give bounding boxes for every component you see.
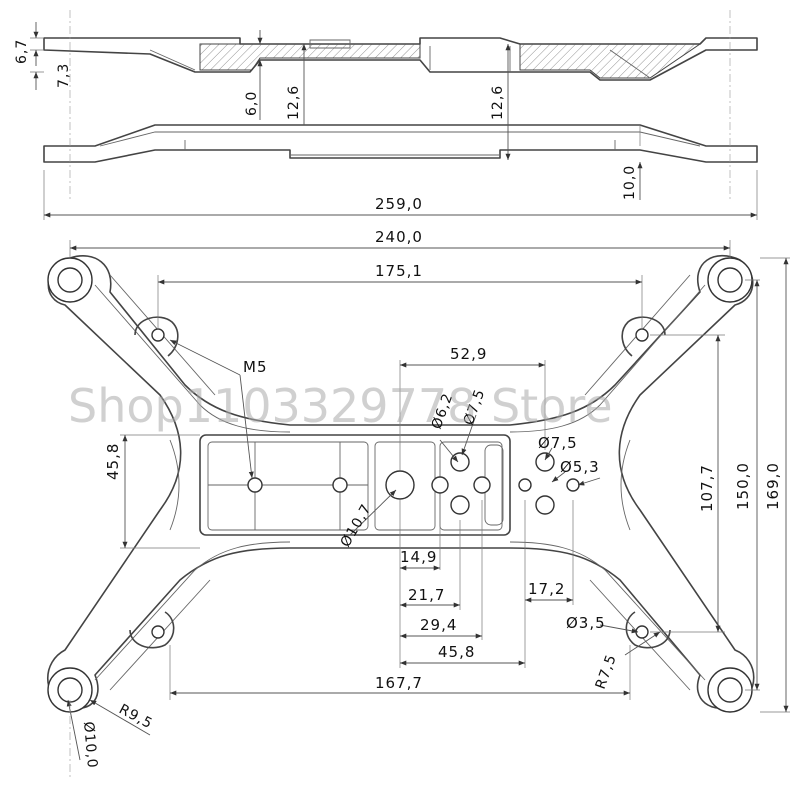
label-12-6-left: 12,6 xyxy=(286,85,302,120)
label-167-7: 167,7 xyxy=(375,674,423,692)
dimension-labels: 6,7 7,3 6,0 12,6 12,6 10,0 259,0 240,0 1… xyxy=(14,39,782,770)
label-7-3: 7,3 xyxy=(56,63,72,88)
label-52-9: 52,9 xyxy=(450,345,487,363)
label-21-7: 21,7 xyxy=(408,586,445,604)
side-view-section xyxy=(43,37,758,81)
label-dia-5-3: Ø5,3 xyxy=(560,458,600,476)
label-107-7: 107,7 xyxy=(698,464,716,512)
label-r7-5: R7,5 xyxy=(593,652,620,691)
label-14-9: 14,9 xyxy=(400,548,437,566)
label-dia-3-5: Ø3,5 xyxy=(566,614,606,632)
label-29-4: 29,4 xyxy=(420,616,457,634)
label-12-6-right: 12,6 xyxy=(490,85,506,120)
store-watermark: Shop1103329778 Store xyxy=(68,379,613,433)
label-259-0: 259,0 xyxy=(375,195,423,213)
label-6-0: 6,0 xyxy=(244,91,260,116)
top-view-frame xyxy=(46,255,755,713)
label-45-8-horizontal: 45,8 xyxy=(438,643,475,661)
label-45-8-vertical: 45,8 xyxy=(104,443,122,480)
dimension-lines xyxy=(30,10,790,780)
label-dia-7-5-right: Ø7,5 xyxy=(538,434,578,452)
label-10-0-side: 10,0 xyxy=(622,165,638,200)
side-view-outline xyxy=(43,124,758,163)
label-150-0: 150,0 xyxy=(734,462,752,510)
label-r9-5: R9,5 xyxy=(116,701,155,732)
label-m5: M5 xyxy=(243,358,268,376)
label-dia-10-7: Ø10,7 xyxy=(338,501,375,550)
label-dia-10-0: Ø10,0 xyxy=(80,721,100,769)
label-169-0: 169,0 xyxy=(764,462,782,510)
label-240-0: 240,0 xyxy=(375,228,423,246)
label-175-1: 175,1 xyxy=(375,262,423,280)
label-6-7: 6,7 xyxy=(14,39,30,64)
label-17-2: 17,2 xyxy=(528,580,565,598)
